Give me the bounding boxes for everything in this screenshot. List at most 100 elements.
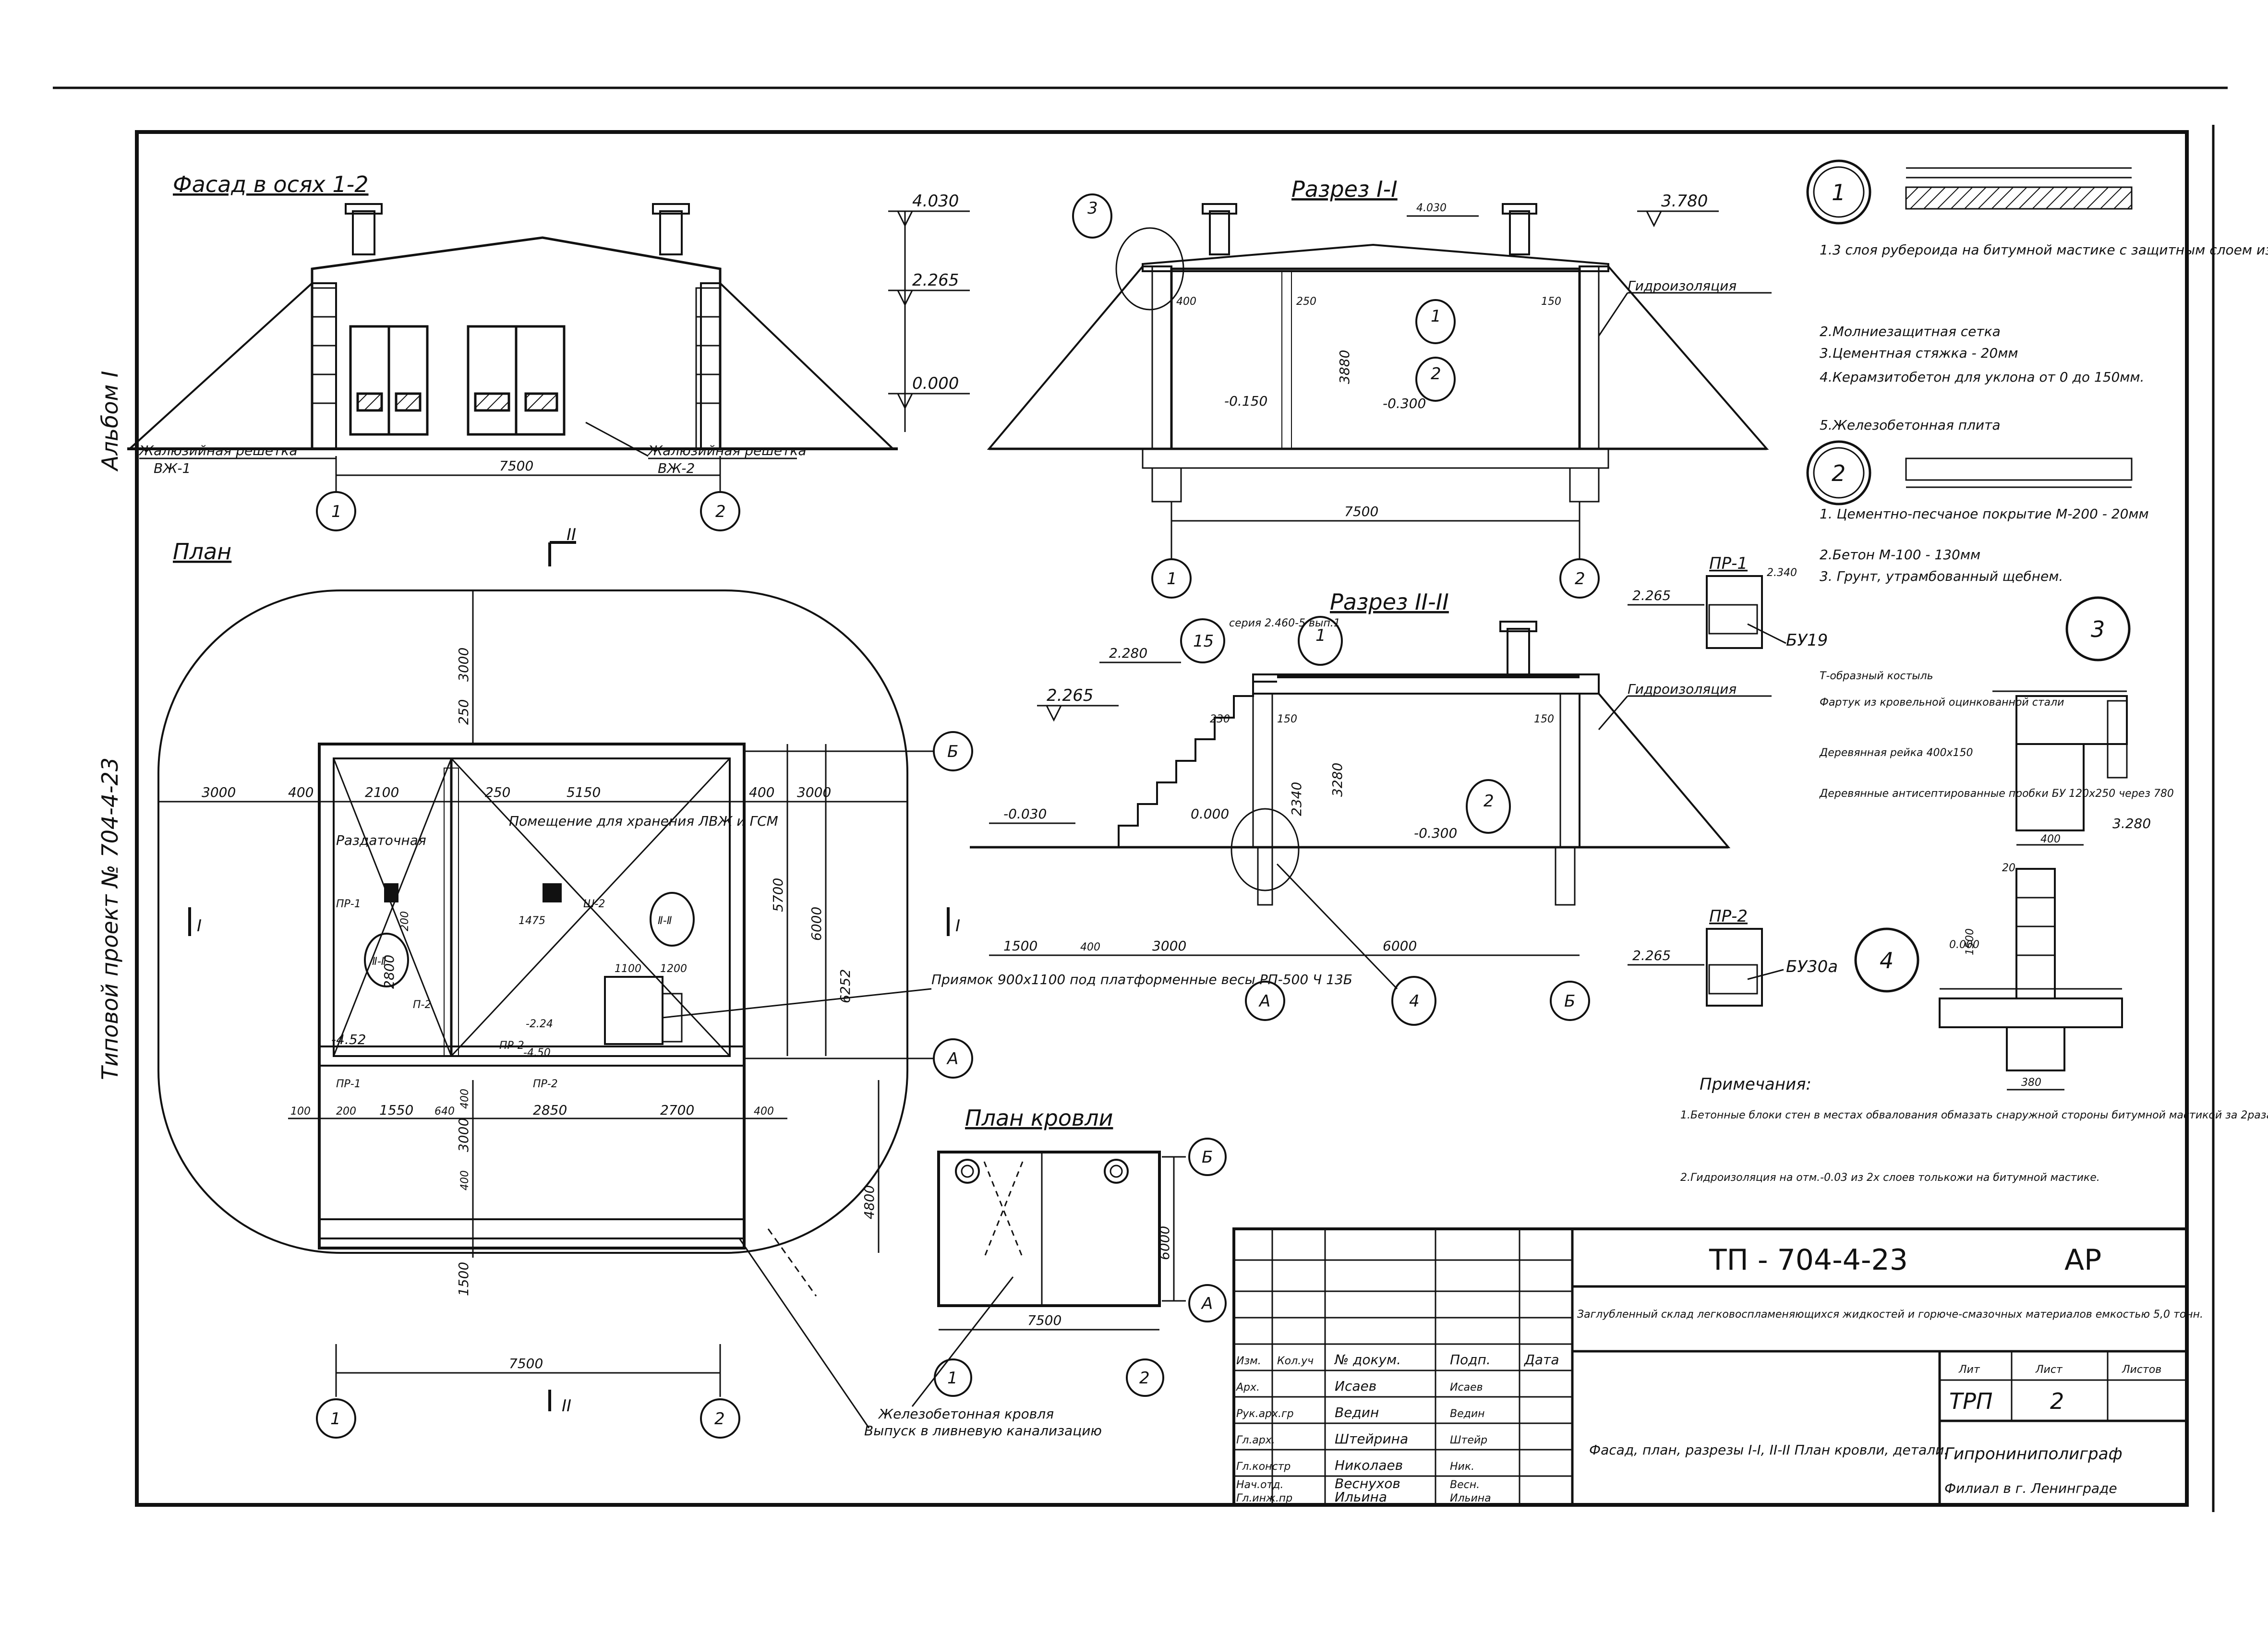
- detail-pr1-title: ПР-1: [1709, 554, 1748, 573]
- plan-section-mark-bottom: II: [562, 1396, 571, 1416]
- plan-note-1: ПР-1: [336, 898, 361, 910]
- detail-2-layer-2: 2.Бетон М-100 - 130мм: [1820, 547, 1980, 563]
- plan-dim-misc-6: 400: [459, 1089, 471, 1109]
- detail-4-dim-4: 380: [2021, 1077, 2041, 1089]
- detail-1-num: 1: [1832, 180, 1846, 205]
- tb-name-1: Исаев: [1335, 1378, 1376, 1394]
- facade-axis-2: 2: [715, 502, 726, 521]
- tb-sheet-label: Лист: [2035, 1364, 2063, 1376]
- plan-dim-misc-4: 400: [459, 1170, 471, 1190]
- plan-dim-right-2: 6000: [808, 907, 824, 941]
- roof-plan-outline: [937, 1151, 1161, 1307]
- detail-pr1-mark2: 2.340: [1767, 567, 1797, 579]
- plan-dim-top-3: 2100: [365, 784, 399, 800]
- section-2-callout-2-text: 2: [1484, 792, 1494, 811]
- roof-plan-title: План кровли: [965, 1105, 1113, 1131]
- plan-canopy: [318, 1045, 745, 1067]
- detail-4-bubble: [1854, 927, 1919, 993]
- plan-callout-right: [650, 892, 695, 947]
- roof-plan-note: Железобетонная кровля: [878, 1406, 1054, 1422]
- roof-plan-depth: 6000: [1157, 1226, 1172, 1260]
- tb-name-4: Николаев: [1335, 1457, 1403, 1473]
- tb-sign-3: Штейр: [1450, 1434, 1487, 1446]
- plan-room-left: Раздаточная: [336, 832, 426, 848]
- plan-section-mark-left: I: [197, 916, 202, 936]
- plan-dim-vert-4: 2800: [381, 955, 397, 989]
- detail-1-layer-1: 1.3 слоя рубероида на битумной мастике с…: [1820, 242, 2268, 258]
- facade-mark-1: 4.030: [912, 192, 959, 211]
- note-1: 1.Бетонные блоки стен в местах обвалован…: [1680, 1109, 2268, 1121]
- section-2-callout-4: [1391, 976, 1436, 1026]
- section-2-waterproofing: Гидроизоляция: [1628, 681, 1737, 697]
- detail-3-label-3: Деревянная рейка 400х150: [1819, 747, 1973, 759]
- section-2-mark-1: 2.265: [1047, 686, 1093, 705]
- detail-1-layer-5: 5.Железобетонная плита: [1820, 417, 2001, 433]
- plan-drain-note: Выпуск в ливневую канализацию: [864, 1423, 1102, 1439]
- plan-berm-outline: [157, 589, 908, 1254]
- plan-dim-vert-2: 3000: [456, 648, 471, 682]
- plan-mark-3: -2.24: [526, 1018, 553, 1030]
- facade-mark-2: 2.265: [912, 271, 959, 290]
- roof-vent-right: [1104, 1159, 1129, 1184]
- section-2-dim-7: 400: [1080, 941, 1100, 953]
- detail-pr1-code: БУ19: [1786, 631, 1828, 650]
- plan-dim-misc-2: 1100: [615, 963, 641, 975]
- facade-grille-right-code: ВЖ-2: [658, 460, 695, 476]
- section-1-layer-2: [1415, 357, 1456, 402]
- section-1-view: Разрез I-I 3 1 2 3.780 4.030 -0.150 -0.3…: [987, 176, 1772, 599]
- tb-header-3: № докум.: [1334, 1352, 1401, 1368]
- plan-callout-left-text: Ⅱ-Ⅱ: [372, 956, 386, 968]
- roof-plan-view: План кровли 6000 7500 Б А 1 2 Железобето…: [878, 1105, 1227, 1422]
- tb-role-6: Гл.инж.пр: [1236, 1492, 1292, 1504]
- section-2-callout-1-text: 1: [1315, 626, 1326, 645]
- detail-4-dim-3: 0.000: [1949, 939, 1979, 951]
- section-1-dim-5: 7500: [1344, 504, 1378, 519]
- tb-role-3: Гл.арх.: [1236, 1434, 1275, 1446]
- plan-axis-right-2: А: [946, 1049, 958, 1069]
- plan-dim-misc-9: 7500: [509, 1356, 543, 1371]
- plan-axis-bubble-2: [700, 1398, 740, 1439]
- plan-dim-bottom-1: 100: [290, 1105, 311, 1117]
- plan-room-right: Помещение для хранения ЛВЖ и ГСМ: [509, 813, 778, 829]
- section-1-dim-2: 250: [1296, 296, 1316, 308]
- section-2-callout-15: [1180, 618, 1225, 663]
- detail-1: 1 1.3 слоя рубероида на битумной мастике…: [1806, 159, 2268, 433]
- section-2-mark-2: 2.280: [1109, 645, 1147, 661]
- section-2-callout-1: [1298, 616, 1343, 666]
- tb-stage-value: ТРП: [1949, 1388, 1992, 1414]
- facade-view: Фасад в осях 1-2: [127, 171, 970, 531]
- tb-org-branch: Филиал в г. Ленинграде: [1944, 1480, 2117, 1496]
- sheet-frame: [135, 130, 2189, 1507]
- tb-sign-2: Ведин: [1450, 1408, 1485, 1420]
- notes-block: Примечания: 1.Бетонные блоки стен в мест…: [1680, 1075, 2268, 1184]
- plan-dim-top-4: 250: [485, 784, 510, 800]
- detail-4-num: 4: [1880, 948, 1894, 973]
- title-block: Изм. Кол.уч № докум. Подп. Дата Арх. Иса…: [1232, 1227, 2203, 1506]
- section-1-callout-3-text: 3: [1087, 199, 1098, 218]
- facade-span: 7500: [499, 458, 533, 474]
- tb-stage-label: Лит: [1958, 1364, 1980, 1376]
- section-2-dim-5: 3280: [1329, 763, 1345, 797]
- tb-role-1: Арх.: [1235, 1382, 1260, 1394]
- detail-4-dim-1: 20: [2002, 862, 2015, 874]
- section-2-dim-9: 6000: [1383, 938, 1417, 954]
- plan-note-4: Ш-2: [583, 898, 605, 910]
- detail-3-bubble: [2065, 596, 2131, 661]
- detail-3-num: 3: [2091, 616, 2105, 642]
- tb-description: Заглубленный склад легковоспламеняющихся…: [1577, 1309, 2203, 1321]
- detail-2-layer-3: 3. Грунт, утрамбованный щебнем.: [1820, 568, 2063, 584]
- facade-berm-right: [700, 282, 895, 450]
- section-2-axis-bubble-a: [1245, 981, 1285, 1021]
- tb-header-2: Кол.уч: [1277, 1355, 1314, 1367]
- detail-3-dim-1: 400: [2040, 833, 2061, 845]
- detail-1-layer-3: 3.Цементная стяжка - 20мм: [1820, 345, 2018, 361]
- plan-note-5: ПР-2: [533, 1078, 558, 1090]
- detail-4-dim-2: 1500: [1964, 928, 1976, 955]
- section-1-mark-1: 3.780: [1661, 192, 1708, 211]
- section-1-berm-left: [987, 265, 1172, 450]
- section-1-callout-3: [1072, 193, 1112, 239]
- section-2-mark-5: -0.300: [1414, 825, 1457, 841]
- project-label: Типовой проект № 704-4-23: [97, 757, 123, 1080]
- section-2-axis-1: А: [1258, 992, 1270, 1011]
